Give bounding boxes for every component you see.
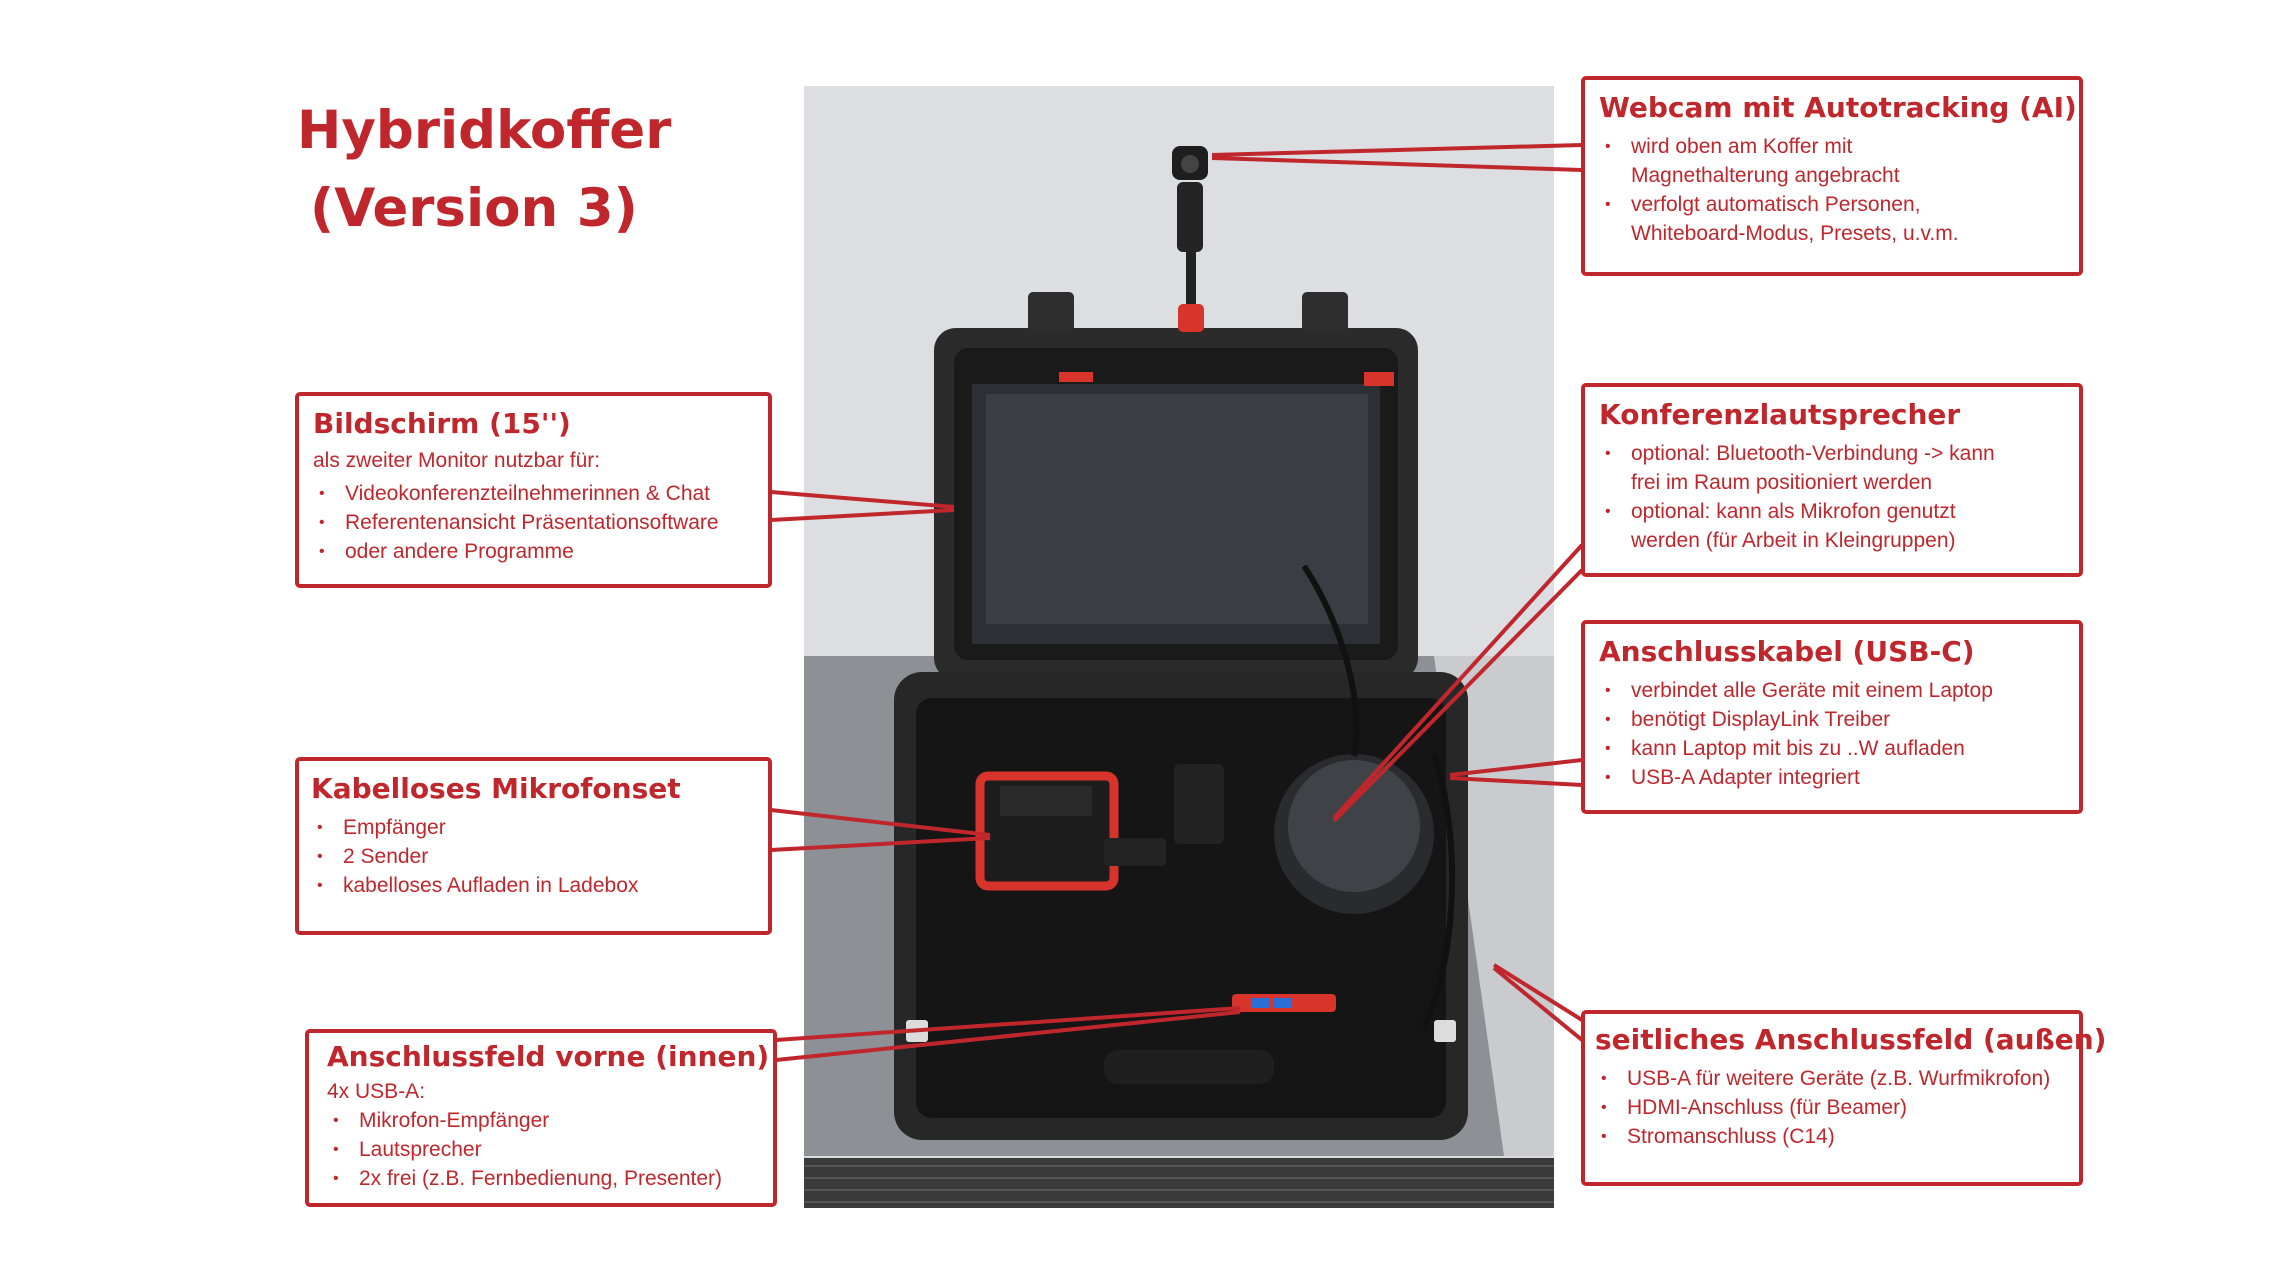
list-item: Empfänger <box>311 813 756 842</box>
list-item: kabelloses Aufladen in Ladebox <box>311 871 756 900</box>
list-item: Videokonferenzteilnehmerinnen & Chat <box>313 479 754 508</box>
list-item: USB-A Adapter integriert <box>1599 763 2065 792</box>
list-item: wird oben am Koffer mit Magnethalterung … <box>1599 132 2065 190</box>
callout-anschlussfeld-seitlich-list: USB-A für weitere Geräte (z.B. Wurfmikro… <box>1595 1064 2069 1151</box>
callout-webcam: Webcam mit Autotracking (AI) wird oben a… <box>1581 76 2083 276</box>
callout-anschlussfeld-vorne-intro: 4x USB-A: <box>327 1080 426 1103</box>
callout-mikrofonset: Kabelloses Mikrofonset Empfänger 2 Sende… <box>295 757 772 935</box>
title-line-1: Hybridkoffer <box>297 100 672 161</box>
callout-anschlussfeld-seitlich: seitliches Anschlussfeld (außen) USB-A f… <box>1581 1010 2107 1186</box>
list-item: 2x frei (z.B. Fernbedienung, Presenter) <box>327 1164 755 1193</box>
list-item: optional: kann als Mikrofon genutzt werd… <box>1599 497 2065 555</box>
callout-mikrofonset-list: Empfänger 2 Sender kabelloses Aufladen i… <box>311 813 756 900</box>
title-line-2: (Version 3) <box>310 178 638 239</box>
callout-bildschirm: Bildschirm (15'') als zweiter Monitor nu… <box>295 392 772 588</box>
callout-anschlussfeld-vorne-list: Mikrofon-Empfänger Lautsprecher 2x frei … <box>327 1106 755 1193</box>
list-item: 2 Sender <box>311 842 756 871</box>
callout-anschlussfeld-vorne: Anschlussfeld vorne (innen) 4x USB-A: Mi… <box>305 1029 777 1207</box>
list-item: Stromanschluss (C14) <box>1595 1122 2069 1151</box>
case-illustration <box>804 86 1554 1208</box>
callout-anschlussfeld-vorne-heading: Anschlussfeld vorne (innen) <box>327 1040 770 1073</box>
list-item: Mikrofon-Empfänger <box>327 1106 755 1135</box>
callout-webcam-heading: Webcam mit Autotracking (AI) <box>1599 91 2077 124</box>
callout-bildschirm-list: Videokonferenzteilnehmerinnen & Chat Ref… <box>313 479 754 566</box>
callout-anschlusskabel: Anschlusskabel (USB-C) verbindet alle Ge… <box>1581 620 2083 814</box>
callout-konferenzlautsprecher-heading: Konferenzlautsprecher <box>1599 398 1961 431</box>
callout-konferenzlautsprecher: Konferenzlautsprecher optional: Bluetoot… <box>1581 383 2083 577</box>
callout-anschlussfeld-seitlich-heading: seitliches Anschlussfeld (außen) <box>1595 1023 2107 1056</box>
list-item: optional: Bluetooth-Verbindung -> kann f… <box>1599 439 2065 497</box>
callout-anschlusskabel-list: verbindet alle Geräte mit einem Laptop b… <box>1599 676 2065 792</box>
callout-mikrofonset-heading: Kabelloses Mikrofonset <box>311 772 681 805</box>
list-item: HDMI-Anschluss (für Beamer) <box>1595 1093 2069 1122</box>
callout-bildschirm-intro: als zweiter Monitor nutzbar für: <box>313 449 601 472</box>
list-item: kann Laptop mit bis zu ..W aufladen <box>1599 734 2065 763</box>
callout-anschlusskabel-heading: Anschlusskabel (USB-C) <box>1599 635 1975 668</box>
case-photo <box>804 86 1554 1208</box>
callout-webcam-list: wird oben am Koffer mit Magnethalterung … <box>1599 132 2065 248</box>
list-item: verbindet alle Geräte mit einem Laptop <box>1599 676 2065 705</box>
list-item: USB-A für weitere Geräte (z.B. Wurfmikro… <box>1595 1064 2069 1093</box>
page-title: Hybridkoffer (Version 3) <box>297 92 717 248</box>
callout-konferenzlautsprecher-list: optional: Bluetooth-Verbindung -> kann f… <box>1599 439 2065 555</box>
list-item: verfolgt automatisch Personen, Whiteboar… <box>1599 190 2065 248</box>
list-item: Lautsprecher <box>327 1135 755 1164</box>
list-item: oder andere Programme <box>313 537 754 566</box>
callout-bildschirm-heading: Bildschirm (15'') <box>313 407 571 440</box>
list-item: benötigt DisplayLink Treiber <box>1599 705 2065 734</box>
list-item: Referentenansicht Präsentationsoftware <box>313 508 754 537</box>
